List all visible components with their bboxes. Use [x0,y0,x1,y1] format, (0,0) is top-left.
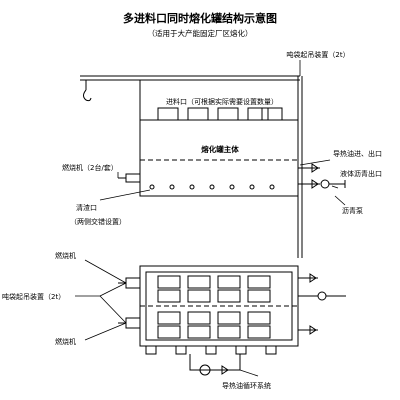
gantry-crane-top [80,75,303,258]
side-piping-top [298,163,346,189]
label-hoist-bottom: 吨袋起吊装置（2t） [2,292,65,301]
label-asphalt-pump: 沥青泵 [342,206,363,215]
label-oil-in-out: 导热油进、出口 [333,149,382,158]
feed-ports [157,107,283,121]
label-oil-loop: 导热油循环系统 [222,381,271,390]
diagram-title: 多进料口同时熔化罐结构示意图 [123,11,277,25]
label-burner-top: 燃烧机（2台/套） [62,163,118,172]
label-hoist-top: 吨袋起吊装置（2t） [286,50,349,59]
cleanout-holes [149,184,275,190]
label-asphalt-out: 液体沥青出口 [340,169,382,178]
label-tank-body: 熔化罐主体 [201,144,239,154]
label-burner-2: 燃烧机 [55,337,76,346]
oil-loop-piping [189,354,241,376]
label-burner-1: 燃烧机 [55,251,76,260]
leader-lines [75,60,346,377]
burners-top [118,173,141,183]
diagram-subtitle: （适用于大产能固定厂区熔化） [148,28,253,38]
label-cleanout-note: （两侧交错设置） [70,217,126,226]
side-piping-bottom [298,273,346,335]
label-cleanout: 清渣口 [76,203,97,212]
label-feed-ports: 进料口（可根据实际需要设置数量） [166,97,278,106]
tank-legs [145,345,277,355]
tank-plan [139,265,299,347]
inner-cells [157,275,271,339]
tank-body-rect [139,119,299,197]
